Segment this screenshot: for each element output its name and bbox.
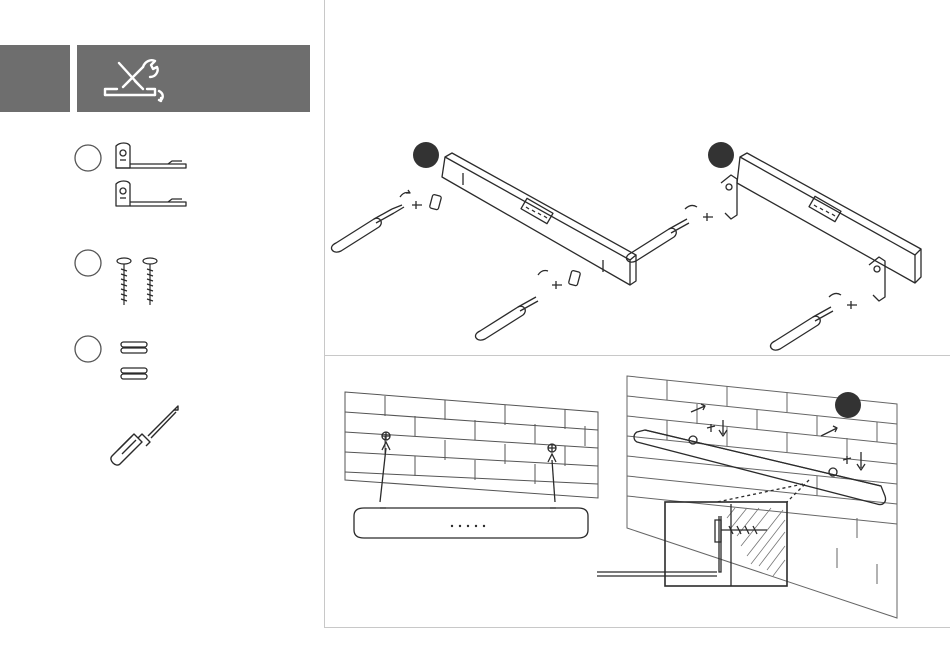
row-divider (325, 355, 950, 356)
step-panel-hang-soundbar (597, 368, 917, 628)
step-badge-1 (413, 142, 439, 168)
step-panel-remove-covers (330, 135, 640, 355)
step-badge-2 (708, 142, 734, 168)
spacer-icon (118, 337, 158, 387)
wall-bracket-icon (108, 140, 188, 210)
header-tools-tab (77, 45, 310, 112)
step-badge-3 (835, 392, 861, 418)
soundbar-button-dots (451, 525, 485, 527)
screwdriver-icon (108, 400, 188, 470)
part-badge-c (73, 334, 103, 364)
step-panel-mark-wall (340, 388, 610, 548)
column-divider (324, 0, 325, 628)
tools-icon (99, 51, 179, 111)
step-panel-attach-brackets (625, 135, 935, 355)
part-badge-a (73, 143, 103, 173)
screw-icon (112, 255, 162, 315)
part-badge-b (73, 248, 103, 278)
header-side-block (0, 45, 70, 112)
